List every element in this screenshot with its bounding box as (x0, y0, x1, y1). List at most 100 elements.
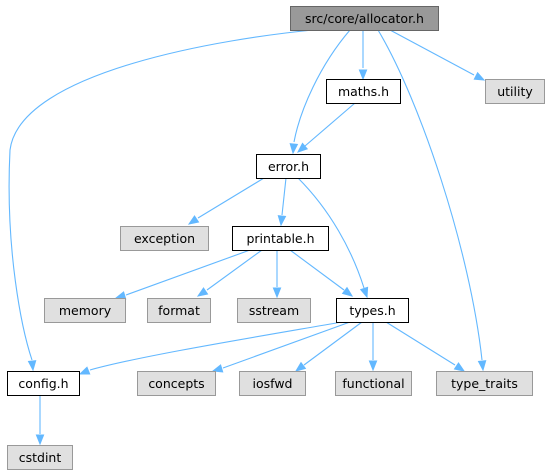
edge-types-to-functional (368, 322, 378, 372)
edge-line (303, 321, 363, 366)
node-cstdint: cstdint (7, 445, 73, 470)
node-config[interactable]: config.h (7, 371, 80, 396)
node-label: functional (342, 376, 404, 391)
node-label: error.h (268, 159, 309, 174)
arrowhead-icon (187, 215, 200, 225)
edge-printable-to-types (289, 249, 354, 297)
node-box (336, 298, 409, 323)
edge-error-to-exception (187, 177, 265, 225)
node-format: format (147, 298, 211, 323)
nodes-layer: src/core/allocator.h maths.h utility error.… (7, 6, 545, 470)
arrowhead-icon (477, 360, 487, 372)
edge-line (377, 29, 483, 361)
node-label: src/core/allocator.h (305, 11, 424, 26)
node-exception: exception (120, 226, 209, 251)
edge-line (389, 29, 475, 76)
node-box (436, 371, 533, 396)
edge-maths-to-error (296, 102, 356, 153)
arrowhead-icon (114, 291, 127, 300)
arrowhead-icon (453, 362, 466, 372)
node-box (290, 6, 439, 31)
node-label: memory (59, 303, 112, 318)
edge-types-to-config (78, 321, 343, 375)
node-label: format (158, 303, 200, 318)
node-box (485, 79, 545, 104)
arrowhead-icon (341, 286, 354, 297)
node-label: maths.h (338, 84, 389, 99)
edge-error-to-types (297, 177, 369, 299)
node-label: types.h (349, 303, 395, 318)
node-label: exception (134, 231, 195, 246)
edge-line (281, 177, 287, 216)
arrowhead-icon (296, 142, 309, 153)
node-label: concepts (148, 376, 204, 391)
edge-types-to-type_traits (385, 321, 466, 372)
edge-line (8, 29, 314, 361)
node-box (7, 445, 73, 470)
node-label: iosfwd (253, 376, 293, 391)
node-memory: memory (44, 298, 126, 323)
node-functional: functional (335, 371, 412, 396)
node-error[interactable]: error.h (256, 154, 321, 179)
arrowhead-icon (358, 69, 368, 81)
arrowhead-icon (211, 364, 224, 373)
arrowhead-icon (196, 287, 209, 297)
edge-config-to-cstdint (35, 395, 45, 446)
node-utility: utility (485, 79, 545, 104)
node-allocator[interactable]: src/core/allocator.h (290, 6, 439, 31)
node-box (44, 298, 126, 323)
node-box (335, 371, 412, 396)
arrowhead-icon (368, 360, 378, 372)
edge-line (297, 177, 365, 289)
edge-line (222, 321, 351, 369)
node-concepts: concepts (137, 371, 216, 396)
edge-printable-to-format (196, 249, 263, 297)
edges-layer (8, 29, 487, 446)
arrowhead-icon (78, 366, 91, 375)
node-box (120, 226, 209, 251)
edge-line (289, 249, 345, 291)
arrowhead-icon (289, 143, 299, 155)
edge-types-to-concepts (211, 321, 351, 373)
arrowhead-icon (272, 287, 282, 299)
arrowhead-icon (359, 286, 369, 299)
edge-allocator-to-error (289, 29, 351, 155)
edge-line (197, 177, 265, 219)
arrowhead-icon (294, 361, 307, 372)
edge-error-to-printable (277, 177, 287, 227)
node-box (239, 371, 306, 396)
node-maths[interactable]: maths.h (326, 79, 401, 104)
node-printable[interactable]: printable.h (232, 226, 329, 251)
edge-line (293, 29, 351, 143)
node-box (232, 226, 329, 251)
node-types[interactable]: types.h (336, 298, 409, 323)
edge-allocator-to-maths (358, 30, 368, 81)
node-label: sstream (249, 303, 299, 318)
edge-allocator-to-utility (389, 29, 486, 81)
arrowhead-icon (277, 215, 287, 227)
node-box (326, 79, 401, 104)
edge-line (206, 249, 263, 291)
edge-printable-to-memory (114, 249, 251, 300)
edge-line (304, 102, 356, 147)
node-type-traits: type_traits (436, 371, 533, 396)
arrowhead-icon (473, 71, 486, 81)
node-label: utility (497, 84, 533, 99)
arrowhead-icon (27, 360, 37, 372)
node-label: cstdint (19, 450, 62, 465)
edge-line (385, 321, 456, 366)
node-label: config.h (18, 376, 68, 391)
edge-line (125, 249, 251, 296)
edge-line (89, 321, 343, 371)
node-box (7, 371, 80, 396)
node-label: type_traits (451, 376, 518, 391)
node-box (237, 298, 311, 323)
node-sstream: sstream (237, 298, 311, 323)
node-iosfwd: iosfwd (239, 371, 306, 396)
node-label: printable.h (246, 231, 314, 246)
edge-types-to-iosfwd (294, 321, 363, 372)
arrowhead-icon (35, 434, 45, 446)
edge-allocator-to-config (8, 29, 314, 372)
edge-printable-to-sstream (272, 250, 282, 299)
